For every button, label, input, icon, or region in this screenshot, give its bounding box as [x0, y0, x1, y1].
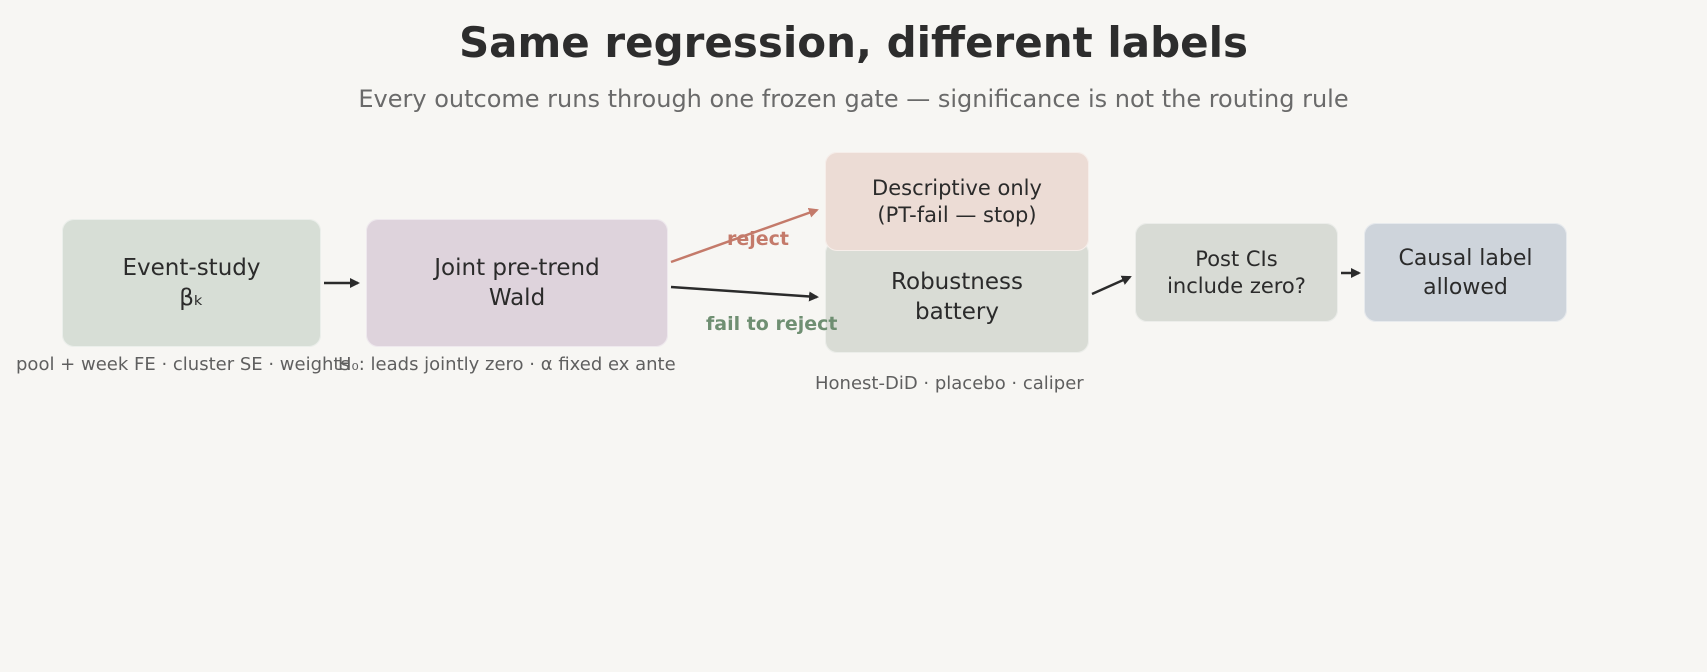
event-study-note: pool + week FE · cluster SE · weights — [16, 354, 350, 375]
post-cis-label: Post CIs include zero? — [1167, 246, 1306, 298]
reject-label: reject — [727, 228, 790, 250]
causal-label: Causal label allowed — [1398, 245, 1533, 300]
descriptive-node: Descriptive only (PT-fail — stop) — [825, 152, 1089, 251]
pretrend-node: Joint pre-trend Wald — [366, 219, 668, 347]
pretrend-note: H₀: leads jointly zero · α fixed ex ante — [338, 354, 676, 375]
diagram-subtitle: Every outcome runs through one frozen ga… — [358, 85, 1349, 113]
event-study-node: Event-study βₖ — [62, 219, 321, 347]
arrow-pretrend-to-descriptive — [670, 207, 819, 264]
descriptive-label: Descriptive only (PT-fail — stop) — [872, 175, 1042, 227]
arrow-pretrend-to-robustness — [670, 285, 819, 302]
pretrend-label: Joint pre-trend Wald — [434, 255, 600, 311]
diagram-title: Same regression, different labels — [458, 18, 1249, 67]
robustness-node: Robustness battery — [825, 241, 1089, 353]
robustness-label: Robustness battery — [891, 269, 1023, 325]
arrow-robustness-to-postcis — [1091, 275, 1132, 296]
event-study-label: Event-study βₖ — [122, 255, 261, 311]
causal-node: Causal label allowed — [1364, 223, 1567, 322]
post-cis-node: Post CIs include zero? — [1135, 223, 1338, 322]
fail-to-reject-label: fail to reject — [706, 313, 838, 335]
robustness-note: Honest-DiD · placebo · caliper — [815, 373, 1084, 394]
